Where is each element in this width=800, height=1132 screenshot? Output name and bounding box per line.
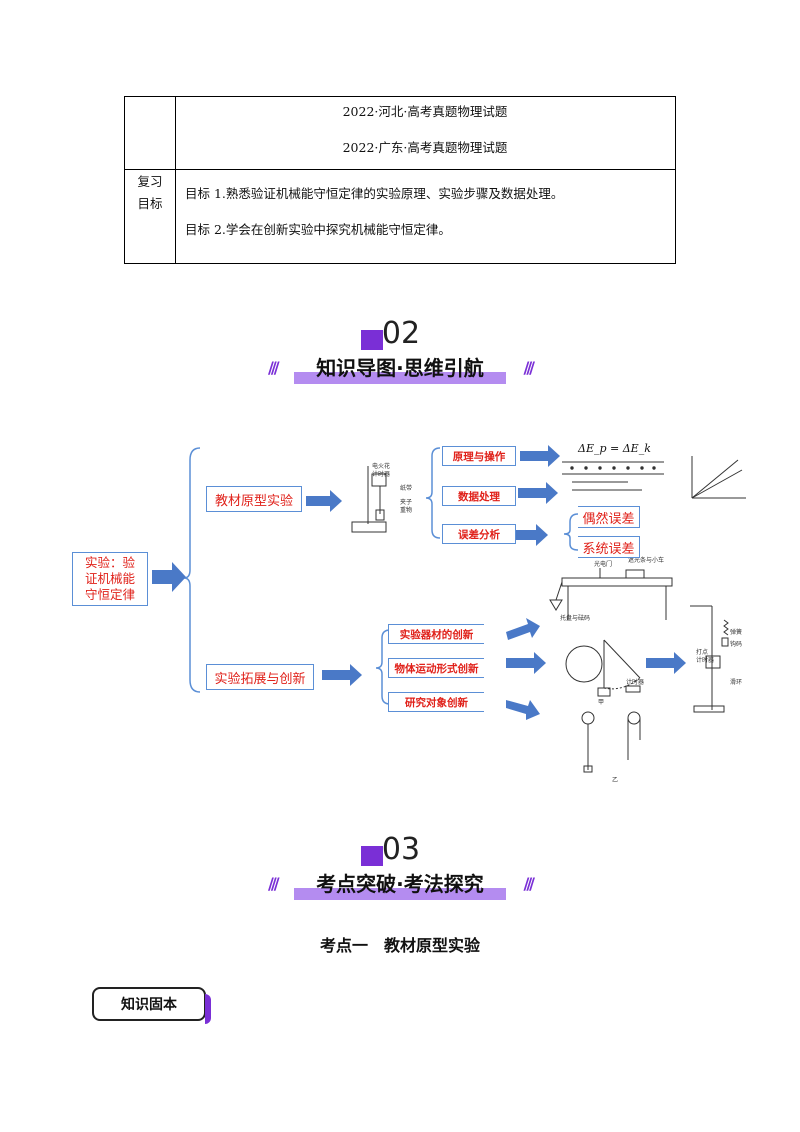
svg-text:乙: 乙 [612,777,618,784]
mindmap-lines: 电火花 计时器 纸带 夹子 重物 ΔE_p = ΔE_k 光电门 遮光条与小车 … [152,442,746,784]
svg-text:计时器: 计时器 [372,470,390,478]
svg-text:托盘与砝码: 托盘与砝码 [560,614,590,622]
node-random-error: 偶然误差 [578,506,640,528]
svg-text:滑环: 滑环 [730,678,742,686]
section-title: 考点突破·考法探究 [316,872,484,896]
section-number: 02 [361,316,441,351]
badge-label: 知识固本 [121,997,177,1013]
section-number: 03 [361,832,441,867]
source-line: 2022·河北·高考真题物理试题 [342,104,508,119]
section-title: 知识导图·思维引航 [316,356,484,380]
info-table: 2022·河北·高考真题物理试题 2022·广东·高考真题物理试题 复习 目标 … [124,96,676,264]
node-object: 研究对象创新 [388,692,484,712]
section-banner: /// 知识导图·思维引航 /// [268,352,535,388]
svg-text:甲: 甲 [598,699,604,706]
svg-text:弹簧: 弹簧 [730,628,742,636]
table-divider [125,169,675,170]
node-error: 误差分析 [442,524,516,544]
row-label: 目标 [137,196,163,211]
table-divider [175,97,176,263]
branch-textbook: 教材原型实验 [206,486,302,512]
knowledge-badge: 知识固本 [92,987,211,1024]
svg-text:电火花: 电火花 [372,462,390,470]
node-motion: 物体运动形式创新 [388,658,484,678]
goal-text: 目标 1.熟悉验证机械能守恒定律的实验原理、实验步骤及数据处理。 [185,186,564,201]
node-principle: 原理与操作 [442,446,516,466]
svg-text:重物: 重物 [400,506,412,514]
goal-text: 目标 2.学会在创新实验中探究机械能守恒定律。 [185,222,451,237]
row-label: 复习 [137,174,163,189]
source-line: 2022·广东·高考真题物理试题 [342,140,508,155]
svg-text:钩码: 钩码 [730,640,742,648]
node-data: 数据处理 [442,486,516,506]
svg-text:计时器: 计时器 [626,678,644,686]
node-system-error: 系统误差 [578,536,640,558]
kaodian-title: 考点一 教材原型实验 [319,936,480,955]
svg-text:夹子: 夹子 [400,498,412,506]
svg-text:光电门: 光电门 [594,560,612,568]
svg-text:遮光条与小车: 遮光条与小车 [628,556,664,564]
branch-innovation: 实验拓展与创新 [206,664,314,690]
svg-text:打点: 打点 [696,648,708,656]
svg-text:纸带: 纸带 [400,484,412,492]
svg-text:计时器: 计时器 [696,656,714,664]
node-equipment: 实验器材的创新 [388,624,484,644]
mindmap-root: 实验：验 证机械能 守恒定律 [72,552,148,606]
formula: ΔE_p = ΔE_k [577,442,651,455]
section-banner: /// 考点突破·考法探究 /// [268,868,535,904]
